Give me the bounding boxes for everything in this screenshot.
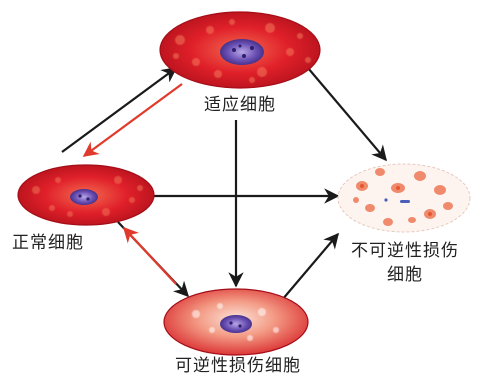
arrow-adapted-to-irreversible (308, 68, 386, 160)
arrow-reversible-to-irreversible (282, 234, 338, 300)
adapted-cell-label: 适应细胞 (178, 94, 302, 116)
adapted-cell-icon (160, 12, 320, 88)
irreversible-injury-cell-icon (338, 164, 470, 232)
irreversible-injury-cell-label-line1: 不可逆性损伤 (338, 240, 472, 262)
normal-cell-label: 正常细胞 (12, 232, 84, 254)
arrow-normal-to-adapted (62, 68, 176, 152)
arrow-adapted-to-normal (84, 84, 182, 156)
reversible-injury-cell-icon (164, 289, 308, 355)
reversible-injury-cell-label: 可逆性损伤细胞 (152, 355, 324, 377)
normal-cell-icon (18, 165, 154, 225)
arrow-reversible-to-normal (124, 228, 176, 284)
irreversible-injury-cell-label-line2: 细胞 (338, 264, 472, 286)
